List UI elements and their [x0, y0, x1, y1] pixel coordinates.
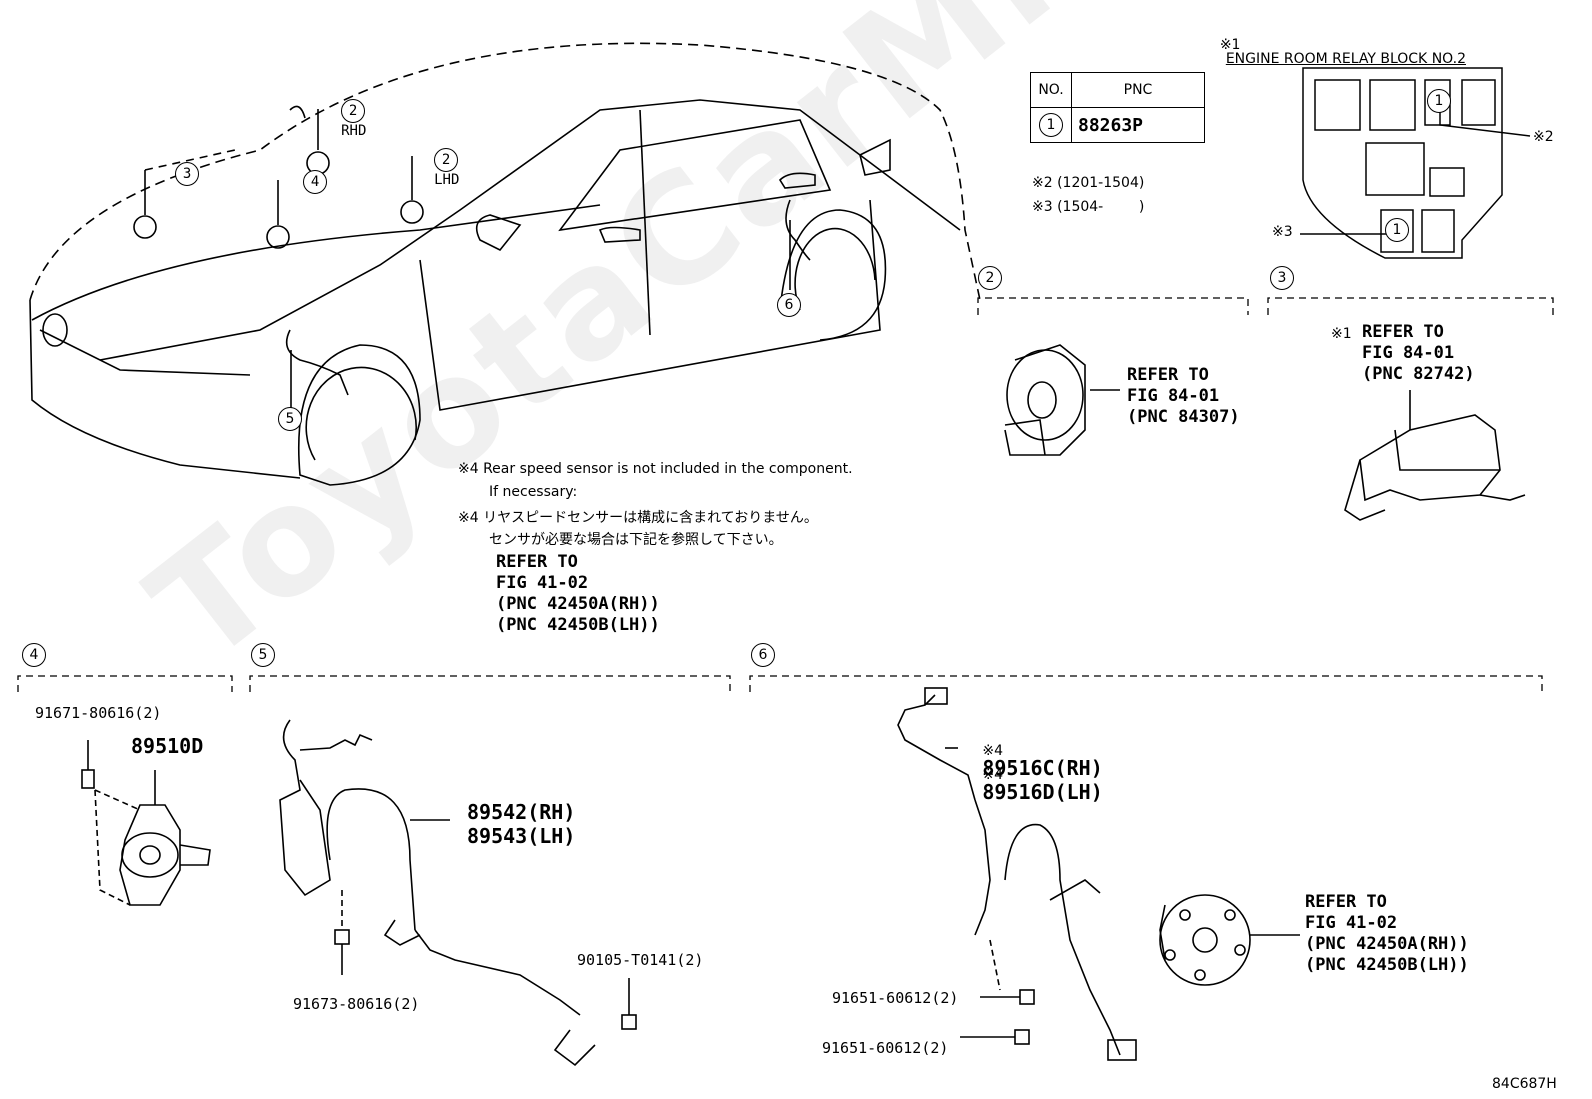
section-5-bolt-1: 91673-80616(2): [293, 995, 420, 1013]
section-4-part-number: 89510D: [131, 734, 204, 758]
section-5-part-lh: 89543(LH): [467, 824, 576, 848]
section-6-mark-lh: ※4: [982, 767, 1003, 783]
section-3-callout: 3: [1270, 266, 1294, 290]
yaw-sensor-drawing: [81, 740, 211, 906]
rear-speed-sensor-drawing: [897, 687, 1137, 1061]
section-2-ref-2: FIG 84-01: [1127, 386, 1220, 406]
figure-code: 84C687H: [1492, 1076, 1557, 1092]
section-5-callout: 5: [251, 643, 275, 667]
note-4-japanese-2: センサが必要な場合は下記を参照して下さい。: [489, 532, 783, 548]
pnc-table-header-no: NO.: [1030, 72, 1072, 108]
pnc-table-header-pnc: PNC: [1071, 72, 1205, 108]
section-3-ref-1: REFER TO: [1362, 322, 1444, 342]
section-6-callout: 6: [751, 643, 775, 667]
section-6-part-lh: 89516D(LH): [982, 780, 1103, 804]
pnc-table: NO. PNC 1 88263P: [1030, 72, 1205, 143]
section-6-ref-2: FIG 41-02: [1305, 913, 1398, 933]
section-3-mark: ※1: [1331, 326, 1352, 342]
note-4-ref-4: (PNC 42450B(LH)): [496, 615, 660, 635]
lhd-label: LHD: [434, 172, 460, 188]
car-callout-2-rhd: 2 RHD: [305, 84, 366, 153]
rear-hub-drawing: [1159, 894, 1300, 986]
section-4-callout: 4: [22, 643, 46, 667]
relay-block-drawing: [1300, 67, 1531, 259]
note-4-ref-3: (PNC 42450A(RH)): [496, 594, 660, 614]
note-2: ※2 (1201-1504): [1032, 175, 1145, 191]
section-6-ref-3: (PNC 42450A(RH)): [1305, 934, 1469, 954]
note-4-japanese-1: ※4 リヤスピードセンサーは構成に含まれておりません。: [458, 510, 818, 526]
relay-item-callout: 1: [1427, 89, 1451, 113]
section-2-ref-3: (PNC 84307): [1127, 407, 1240, 427]
car-callout-6: 6: [777, 293, 801, 317]
section-5-bolt-2: 90105-T0141(2): [577, 951, 704, 969]
section-4-bolt-number: 91671-80616(2): [35, 704, 162, 722]
car-callout-leaders: [133, 109, 811, 409]
note-4-english-1: ※4 Rear speed sensor is not included in …: [458, 461, 853, 477]
section-3-ref-2: FIG 84-01: [1362, 343, 1455, 363]
note-4-english-2: If necessary:: [489, 484, 578, 500]
section-3-ref-3: (PNC 82742): [1362, 364, 1475, 384]
section-6-part-rh-row: ※4 89516C(RH): [962, 726, 1103, 794]
relay-mark-3: ※3: [1272, 224, 1293, 240]
header-note-title: ENGINE ROOM RELAY BLOCK NO.2: [1225, 51, 1466, 67]
section-brackets: [17, 297, 1554, 692]
section-2-callout: 2: [978, 266, 1002, 290]
note-4-ref-1: REFER TO: [496, 552, 578, 572]
car-illustration: [29, 42, 981, 486]
front-speed-sensor-drawing: [279, 719, 637, 1067]
section-5-part-rh: 89542(RH): [467, 800, 576, 824]
section-2-ref-1: REFER TO: [1127, 365, 1209, 385]
car-callout-2-lhd: 2 LHD: [398, 133, 459, 202]
note-3: ※3 (1504- ): [1032, 199, 1145, 215]
relay-mark-2: ※2: [1533, 129, 1554, 145]
car-callout-4: 4: [267, 155, 328, 209]
spiral-cable-drawing: [1004, 344, 1120, 456]
pnc-table-row-no: 1: [1030, 107, 1072, 143]
section-6-bolt-1: 91651-60612(2): [832, 989, 959, 1007]
car-callout-3: 3: [139, 147, 200, 201]
rhd-label: RHD: [341, 123, 367, 139]
section-6-bolt-2: 91651-60612(2): [822, 1039, 949, 1057]
car-callout-5: 5: [278, 407, 302, 431]
header-note-mark: ※1: [1219, 37, 1241, 53]
section-6-ref-4: (PNC 42450B(LH)): [1305, 955, 1469, 975]
section-6-part-lh-row: ※4 89516D(LH): [962, 750, 1103, 818]
note-4-ref-2: FIG 41-02: [496, 573, 589, 593]
relay-item-callout-2: 1: [1385, 218, 1409, 242]
section-6-ref-1: REFER TO: [1305, 892, 1387, 912]
relay-box-drawing: [1344, 390, 1526, 521]
pnc-table-row-pnc: 88263P: [1071, 107, 1205, 143]
section-6-part-rh: 89516C(RH): [982, 756, 1103, 780]
header-note: ※1 ENGINE ROOM RELAY BLOCK NO.2: [1202, 24, 1466, 80]
section-6-mark-rh: ※4: [982, 743, 1003, 759]
